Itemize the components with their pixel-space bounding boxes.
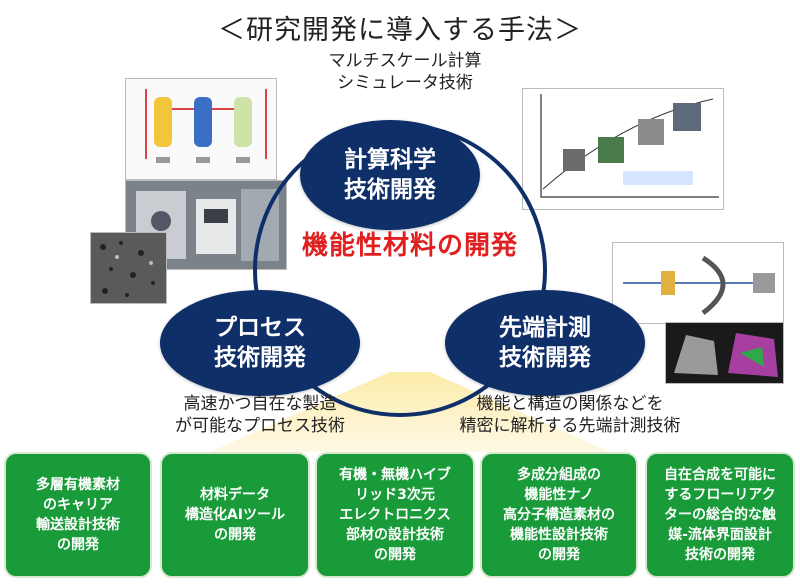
process-caption: 高速かつ自在な製造 が可能なプロセス技術 xyxy=(175,394,345,436)
topic-box: 有機・無機ハイブ リッド3次元 エレクトロニクス 部材の設計技術 の開発 xyxy=(315,452,475,578)
computation-node: 計算科学 技術開発 xyxy=(300,120,480,230)
research-topics: 多層有機素材 のキャリア 輸送設計技術 の開発 材料データ 構造化AIツール の… xyxy=(0,452,800,580)
process-flow-image xyxy=(125,78,277,180)
topic-box: 材料データ 構造化AIツール の開発 xyxy=(160,452,310,578)
page-title: ＜研究開発に導入する手法＞ xyxy=(218,15,582,46)
measurement-apparatus-image xyxy=(612,242,784,324)
topic-box: 自在合成を可能に するフローリアク ターの総合的な触 媒-流体界面設計 技術の開… xyxy=(645,452,795,578)
measurement-caption: 機能と構造の関係などを 精密に解析する先端計測技術 xyxy=(459,394,681,436)
simulation-caption: マルチスケール計算 シミュレータ技術 xyxy=(328,51,482,93)
multiscale-graph-image xyxy=(522,88,724,210)
topic-box: 多層有機素材 のキャリア 輸送設計技術 の開発 xyxy=(4,452,152,578)
topic-box: 多成分組成の 機能性ナノ 高分子構造素材の 機能性設計技術 の開発 xyxy=(480,452,638,578)
measurement-node: 先端計測 技術開発 xyxy=(445,290,645,396)
microscope-image xyxy=(90,232,167,304)
reconstruction-image xyxy=(665,322,784,384)
process-node: プロセス 技術開発 xyxy=(160,290,360,396)
center-label: 機能性材料の開発 xyxy=(301,231,518,261)
